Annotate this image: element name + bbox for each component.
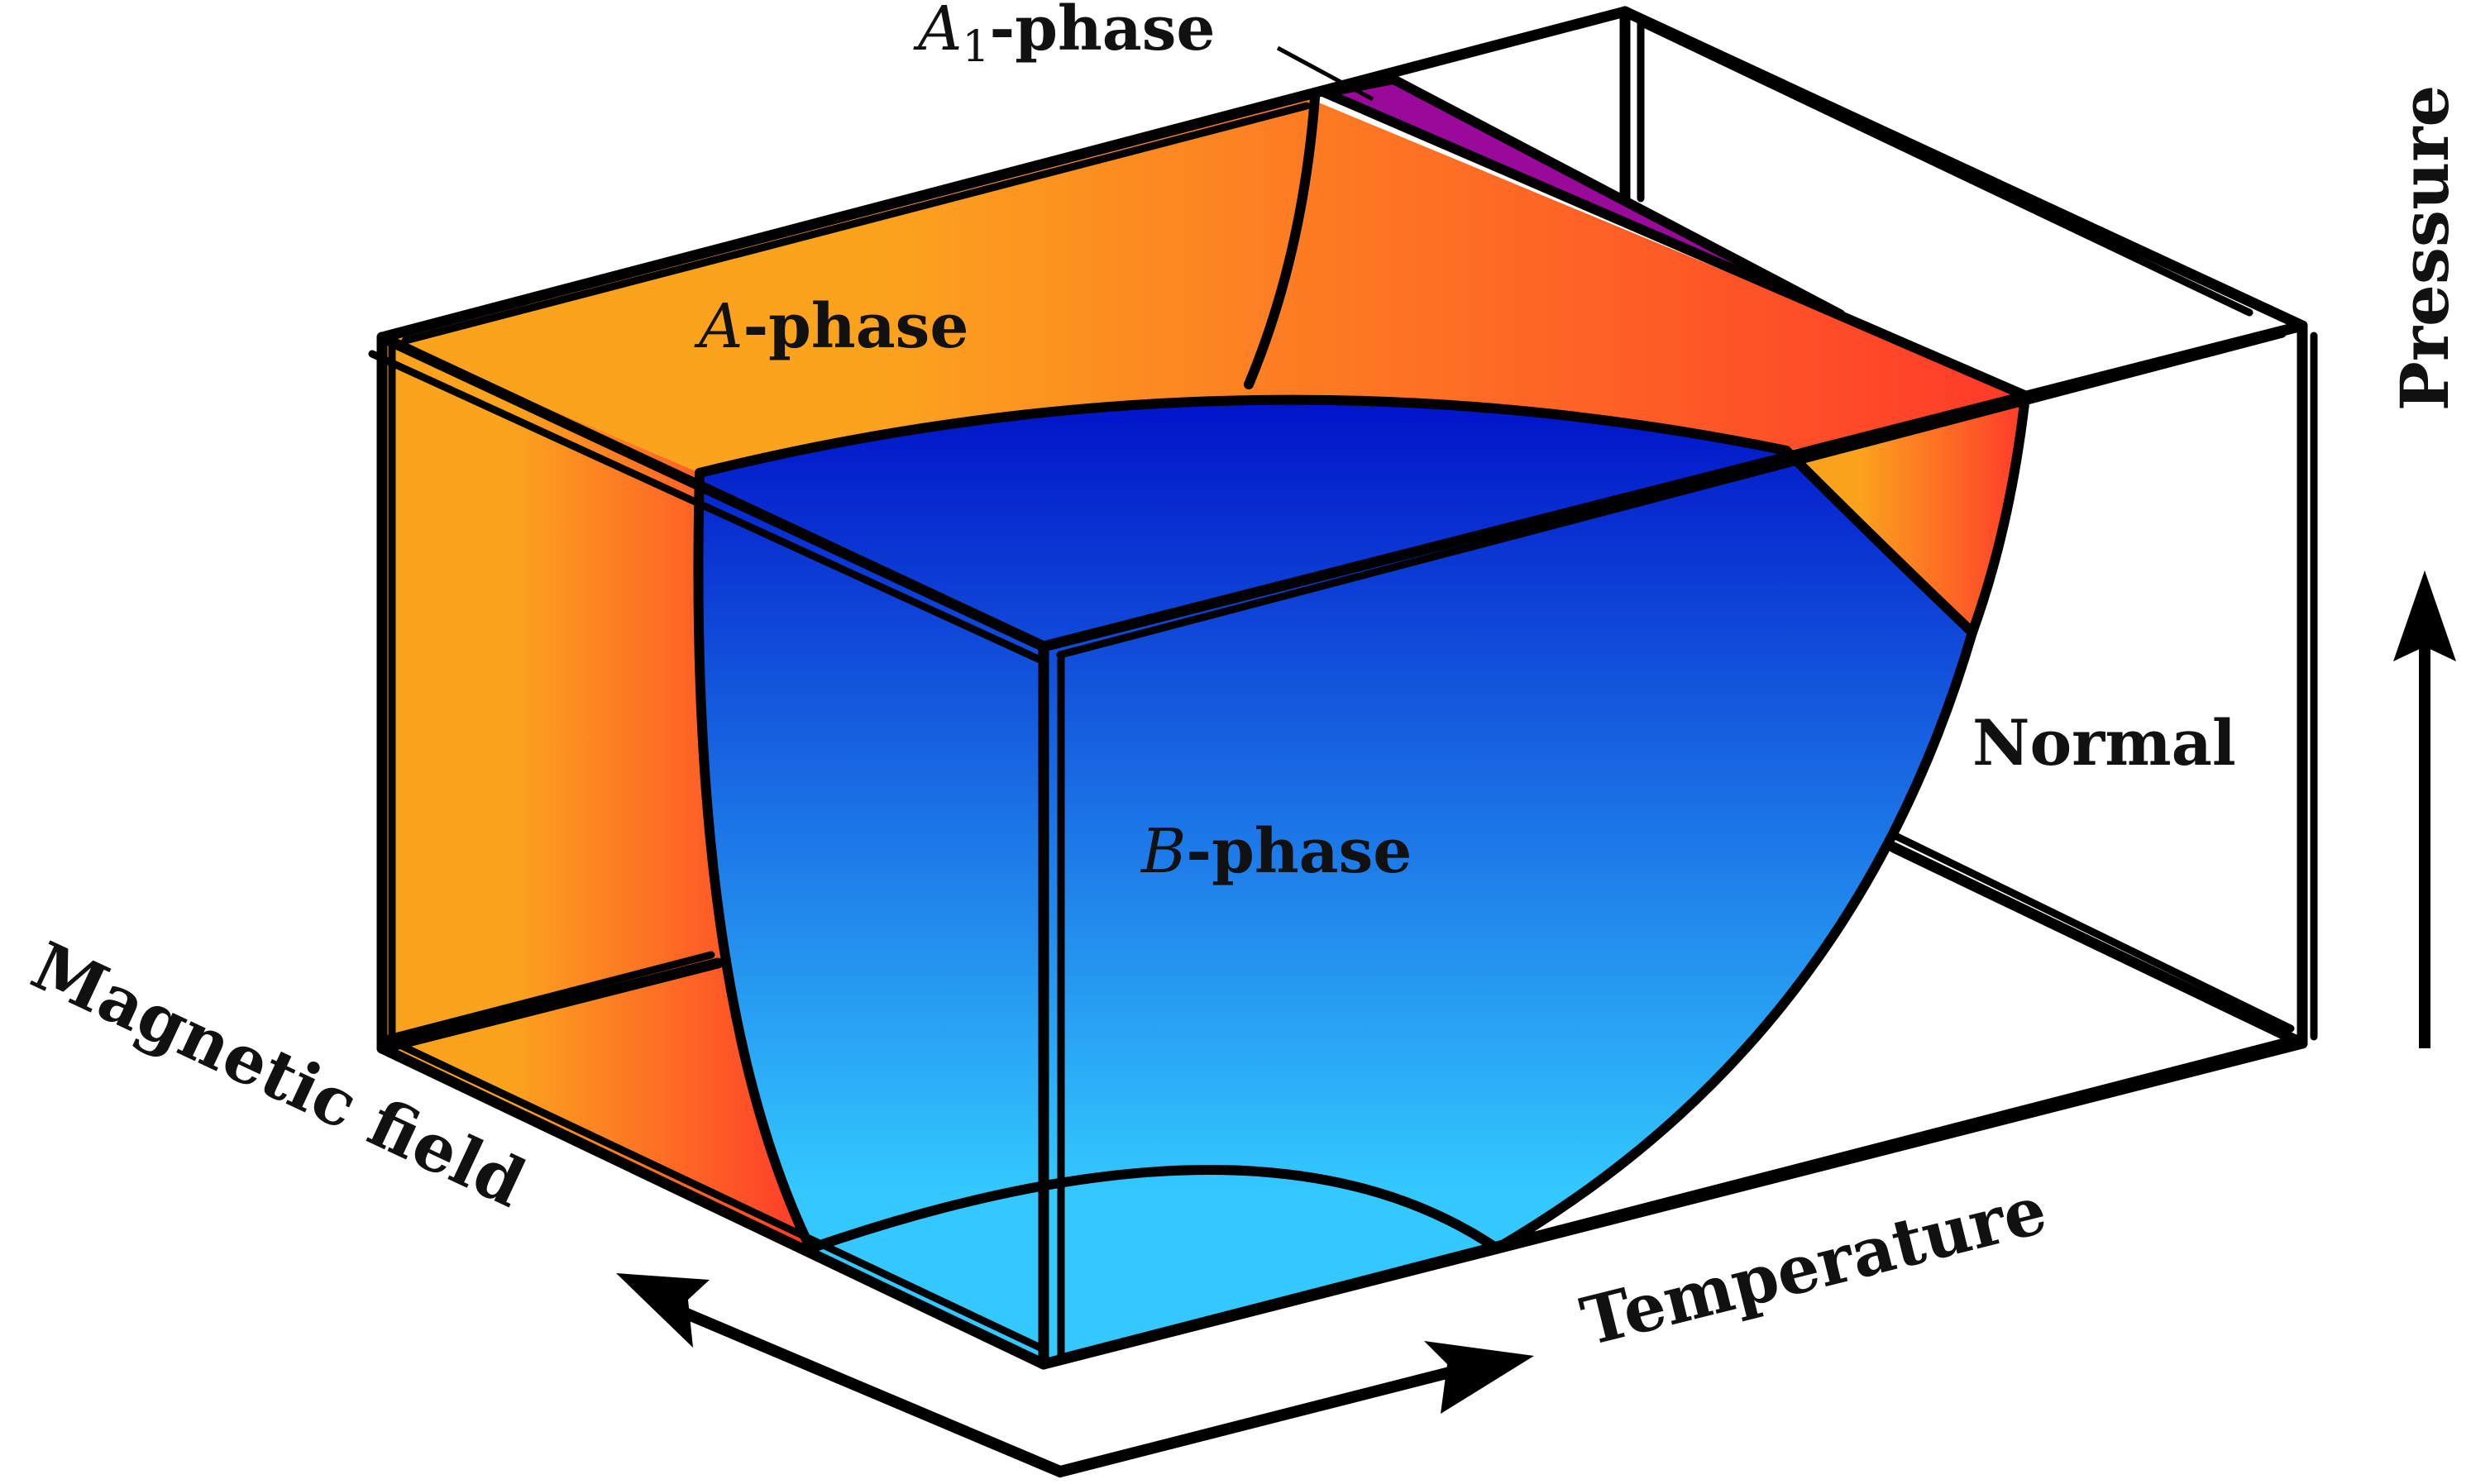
- b-phase-label: B-phase: [1140, 816, 1412, 887]
- phase-boundaries: [693, 74, 2029, 1253]
- a1-phase-suffix: -phase: [990, 0, 1216, 64]
- a-phase-symbol: A: [694, 291, 743, 362]
- magnetic-field-arrowhead-icon: [616, 1273, 710, 1348]
- a-b-boundary-left: [693, 468, 815, 1253]
- temperature-magnetic-field-axis-line: [651, 1294, 1490, 1478]
- a1-phase-symbol: A: [913, 0, 962, 64]
- box-top-front-right-edge: [1038, 320, 2308, 652]
- b-phase-region: [698, 399, 1973, 1364]
- pressure-arrowhead-icon: [2393, 570, 2456, 661]
- axis-arrows: [651, 628, 2430, 1478]
- box-top-back-inner-edge: [1642, 21, 2254, 317]
- a1-phase-boundary: [1320, 88, 2029, 400]
- a-normal-boundary-right: [1967, 398, 2029, 637]
- box-bottom-right-inner-edge: [1057, 1036, 2295, 1362]
- box-bottom-back-left-inner-edge: [385, 951, 715, 1043]
- box-bottom-left-inner-edge: [389, 1038, 1048, 1353]
- box-bottom-left-edge: [376, 1043, 1049, 1370]
- a-b-boundary-right: [1781, 446, 1977, 637]
- temperature-arrowhead-icon: [1424, 1341, 1534, 1414]
- box-top-front-right-inner-edge: [1056, 330, 2287, 659]
- normal-phase-label: Normal: [1972, 706, 2236, 780]
- box-bottom-back-right-edge: [1888, 842, 2308, 1049]
- box-inner-edges: [368, 19, 2318, 1362]
- box-bottom-back-left-edge: [376, 957, 724, 1054]
- a-phase-label: A-phase: [694, 291, 968, 362]
- box-top-front-left-inner-edge: [368, 350, 1048, 666]
- box-top-back-edge: [1619, 6, 2308, 332]
- a1-phase-leader-line: [1276, 45, 1374, 102]
- a-phase-top-divider: [1244, 93, 1320, 389]
- b-phase-suffix: -phase: [1186, 816, 1412, 887]
- box-top-left-inner-edge: [401, 102, 1311, 345]
- b-phase-symbol: B: [1140, 816, 1186, 887]
- a1-phase-label: A1-phase: [913, 0, 1216, 72]
- a-b-boundary-top: [695, 394, 1791, 478]
- b-normal-boundary: [1492, 627, 1977, 1253]
- a1-phase-top-edge: [1320, 74, 1845, 319]
- a-phase-right-sliver: [1786, 403, 2024, 632]
- box-outline: [376, 6, 2308, 1370]
- a1-phase-subscript: 1: [962, 22, 989, 72]
- pressure-axis-label: Pressure: [2386, 85, 2464, 412]
- box-top-front-left-edge: [376, 332, 1049, 652]
- a-b-boundary-bottom: [805, 1165, 1502, 1253]
- a-phase-suffix: -phase: [743, 291, 968, 362]
- box-bottom-back-right-inner-edge: [1890, 831, 2295, 1033]
- box-top-left-edge: [376, 6, 1631, 343]
